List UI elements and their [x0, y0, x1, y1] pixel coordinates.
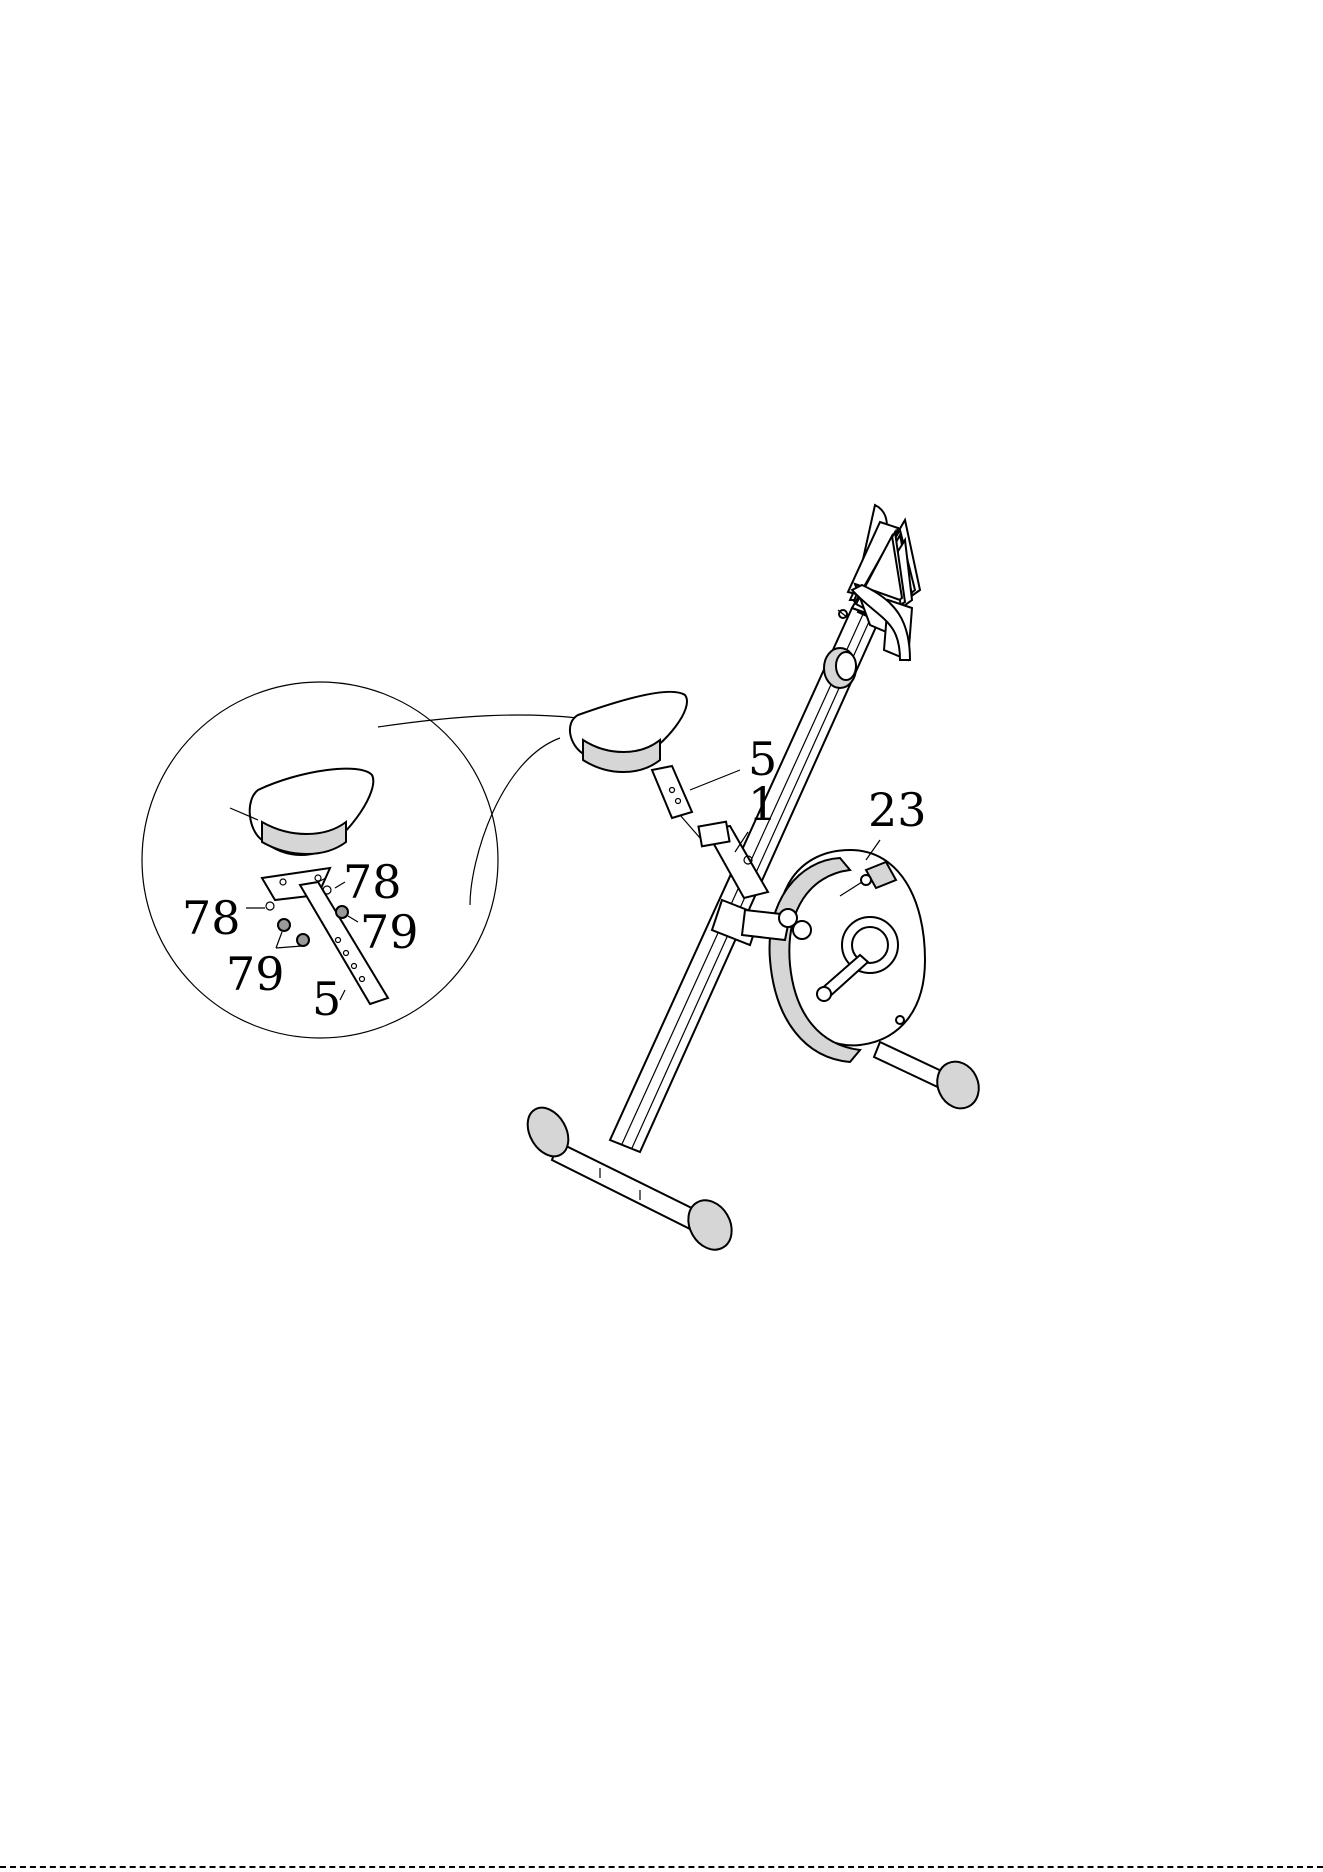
page-bottom-rule [0, 1866, 1323, 1868]
label-detail-78-right: 78 [343, 855, 402, 909]
label-detail-79-left: 79 [226, 947, 285, 1001]
label-detail-79-right: 79 [360, 905, 419, 959]
flywheel-housing [770, 850, 925, 1062]
tension-knob-dial [824, 648, 856, 688]
main-seat-post [652, 766, 700, 838]
label-detail-78-left: 78 [182, 891, 241, 945]
top-screw [838, 610, 848, 618]
label-detail-5: 5 [312, 972, 341, 1026]
label-main-23: 23 [868, 783, 927, 837]
label-main-1: 1 [748, 777, 777, 831]
front-stabilizer [874, 1042, 986, 1115]
detail-seat [230, 769, 373, 855]
main-seat [570, 692, 687, 772]
